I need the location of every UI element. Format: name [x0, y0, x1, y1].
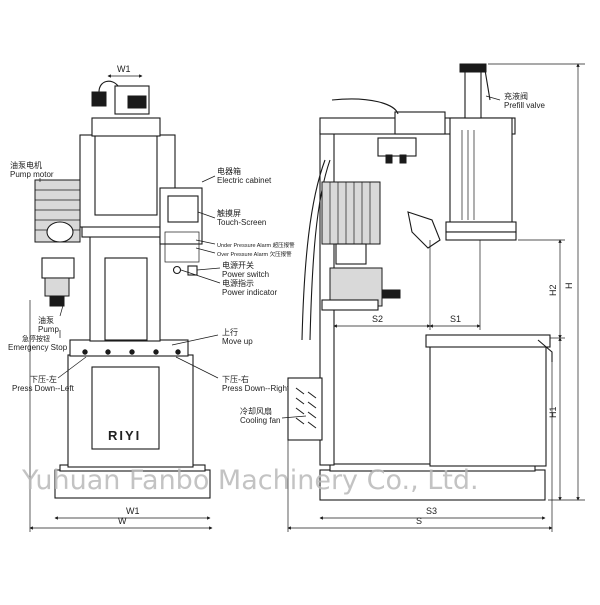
label-power-switch-zh: 电源开关 [222, 260, 254, 270]
motor-fins [35, 189, 80, 231]
side-fitting [385, 154, 393, 164]
cylinder-lines [461, 130, 475, 220]
power-indicator-lamp [172, 265, 182, 275]
prefill-pipe [484, 69, 491, 101]
prefill-valve-cap [459, 63, 487, 73]
dim-s: S [416, 516, 422, 526]
side-pump-base [321, 299, 379, 311]
label-emergency-zh: 急停按钮 [22, 334, 50, 343]
side-cylinder [449, 117, 513, 227]
front-leaders [39, 175, 221, 379]
dim-h1: H1 [548, 406, 558, 418]
dim-h: H [564, 283, 574, 290]
label-prefill-en: Prefill valve [504, 101, 545, 110]
side-view: S2 S1 S3 S H H2 H1 [287, 63, 585, 532]
motor-end-cap [46, 221, 74, 243]
dim-s1: S1 [450, 314, 461, 324]
side-tool [407, 211, 441, 249]
front-base [54, 469, 211, 499]
side-pump-outlet [381, 289, 401, 299]
side-lower-body [429, 337, 547, 467]
front-view: RIYI [29, 64, 213, 532]
prefill-valve-body [464, 69, 482, 119]
label-pump-en: Pump [38, 325, 59, 334]
label-over-pressure: Over Pressure Alarm 欠压报警 [217, 250, 292, 258]
label-prefill-zh: 充液阀 [504, 91, 528, 101]
label-power-switch-en: Power switch [222, 270, 269, 279]
label-press-left-zh: 下压-左 [30, 374, 57, 384]
dim-s2: S2 [372, 314, 383, 324]
alarm-panel [164, 231, 200, 263]
label-electric-cabinet-en: Electric cabinet [217, 176, 272, 185]
label-cooling-fan-zh: 冷却风扇 [240, 406, 272, 416]
label-press-right-en: Press Down--Right [222, 384, 290, 393]
side-hose-left [301, 159, 326, 341]
label-pump-zh: 油泵 [38, 315, 54, 325]
label-pump-motor-en: Pump motor [10, 170, 54, 179]
label-move-up-zh: 上行 [222, 327, 238, 337]
watermark-text: Yuhuan Fanbo Machinery Co., Ltd. [21, 465, 479, 496]
touch-screen-panel [167, 195, 199, 223]
cylinder-housing [94, 134, 158, 216]
side-ram-plate [445, 221, 517, 233]
dim-w1-top: W1 [117, 64, 131, 74]
pump-block [41, 257, 75, 279]
side-motor-fins [329, 182, 371, 244]
side-leaders [281, 95, 501, 419]
side-table-tip [537, 339, 553, 362]
side-valve-block [394, 111, 446, 135]
brand-logo: RIYI [108, 428, 141, 443]
label-emergency-en: Emergency Stop [8, 343, 68, 352]
label-press-right-zh: 下压-右 [222, 374, 249, 384]
table-buttons [82, 349, 181, 355]
label-under-pressure: Under Pressure Alarm 超压报警 [217, 241, 295, 249]
label-touch-screen-zh: 触摸屏 [217, 208, 241, 218]
cooling-fan-box [287, 377, 323, 441]
side-fitting-2 [399, 154, 407, 164]
label-power-indicator-zh: 电源指示 [222, 278, 254, 288]
cylinder-top [91, 117, 161, 137]
top-hose [98, 80, 119, 93]
front-door [91, 366, 160, 450]
top-valve-coil [127, 95, 147, 109]
dim-w1: W1 [126, 506, 140, 516]
label-touch-screen-en: Touch-Screen [217, 218, 266, 227]
power-switch-knob [187, 265, 198, 276]
dim-w: W [118, 516, 127, 526]
label-electric-cabinet-zh: 电器箱 [217, 166, 241, 176]
label-cooling-fan-en: Cooling fan [240, 416, 280, 425]
label-press-left-en: Press Down--Left [12, 384, 75, 393]
side-base [319, 469, 546, 501]
pump-body [44, 277, 70, 297]
side-manifold [377, 137, 417, 157]
dim-s3: S3 [426, 506, 437, 516]
ram-guide [104, 257, 148, 341]
side-hose-left-2 [309, 159, 331, 341]
side-motor-foot [335, 243, 367, 265]
side-hose-top [331, 98, 399, 115]
top-valve-left [91, 91, 107, 107]
cooling-fan-vents [295, 387, 317, 429]
side-ram-foot [445, 231, 517, 241]
work-table [69, 339, 189, 357]
pump-outlet [49, 295, 65, 307]
dim-h2: H2 [548, 284, 558, 296]
label-pump-motor-zh: 油泵电机 [10, 160, 42, 170]
label-move-up-en: Move up [222, 337, 253, 346]
side-pump-motor [321, 181, 381, 245]
label-power-indicator-en: Power indicator [222, 288, 277, 297]
side-table [425, 334, 551, 348]
